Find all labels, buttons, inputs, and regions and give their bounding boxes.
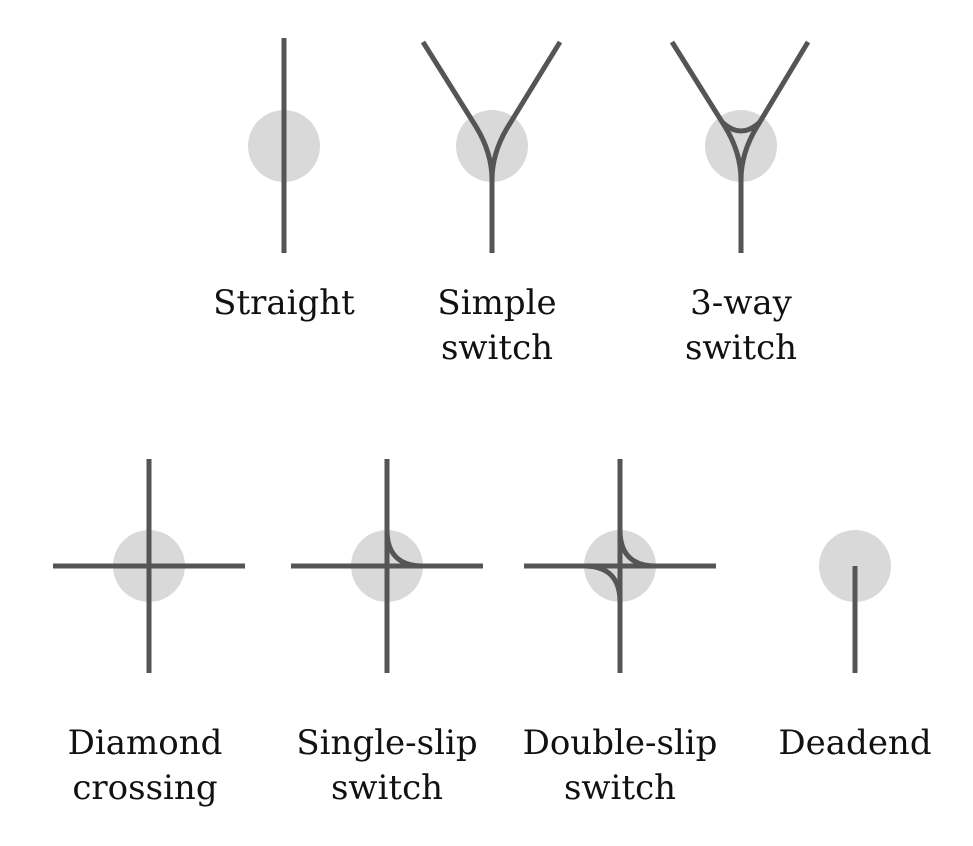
label-deadend: Deadend <box>778 721 931 766</box>
label-single-slip-switch: Single-slip switch <box>296 721 477 811</box>
label-line: Simple <box>437 283 557 323</box>
label-line: Double-slip <box>522 723 718 763</box>
deadend-symbol <box>819 530 891 673</box>
label-3-way-switch: 3-way switch <box>685 281 797 371</box>
label-simple-switch: Simple switch <box>437 281 556 371</box>
label-line: Straight <box>213 283 355 323</box>
label-diamond-crossing: Diamond crossing <box>68 721 223 811</box>
3-way-switch-symbol <box>669 40 811 253</box>
diamond-crossing-symbol <box>53 459 245 673</box>
track-slip-curve <box>583 563 623 603</box>
single-slip-switch-symbol <box>291 459 483 673</box>
label-line: Deadend <box>778 723 932 763</box>
label-line: switch <box>563 768 677 808</box>
label-line: Diamond <box>67 723 223 763</box>
label-line: 3-way <box>690 283 792 323</box>
label-line: Single-slip <box>296 723 478 763</box>
track-slip-curve <box>384 529 424 569</box>
label-straight: Straight <box>213 281 355 326</box>
track-branch-right <box>489 40 563 181</box>
double-slip-switch-symbol <box>524 459 716 673</box>
track-slip-curve <box>720 120 762 134</box>
straight-symbol <box>248 38 320 253</box>
label-line: switch <box>684 328 798 368</box>
label-line: switch <box>440 328 554 368</box>
track-slip-curve <box>617 529 657 569</box>
simple-switch-symbol <box>420 40 563 253</box>
label-line: switch <box>330 768 444 808</box>
label-double-slip-switch: Double-slip switch <box>523 721 718 811</box>
label-line: crossing <box>72 768 218 808</box>
